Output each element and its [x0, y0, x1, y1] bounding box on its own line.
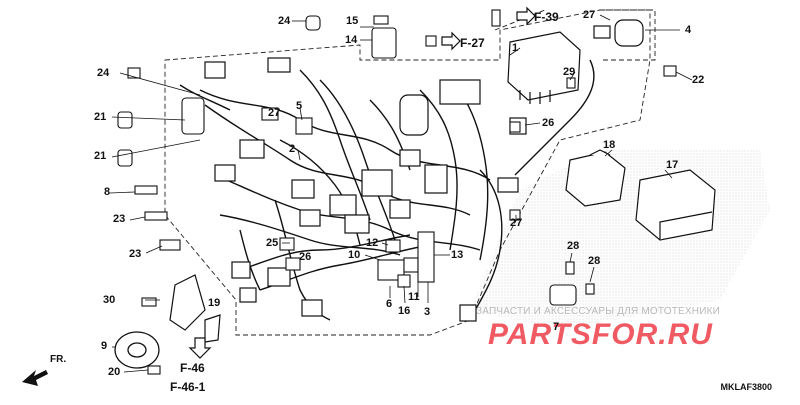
watermark-line2: PARTSFOR.RU — [488, 318, 713, 351]
callout-13[interactable]: 13 — [451, 249, 464, 261]
callout-28-right[interactable]: 28 — [588, 255, 601, 267]
callout-5[interactable]: 5 — [296, 100, 303, 112]
callout-2[interactable]: 2 — [289, 143, 296, 155]
callout-10[interactable]: 10 — [348, 249, 361, 261]
callout-22[interactable]: 22 — [692, 74, 705, 86]
callout-17[interactable]: 17 — [666, 159, 679, 171]
callout-3[interactable]: 3 — [424, 306, 431, 318]
callout-27-top[interactable]: 27 — [583, 9, 596, 21]
callout-19[interactable]: 19 — [208, 297, 221, 309]
leader-lines — [109, 14, 693, 373]
reference-arrows — [188, 6, 536, 359]
callout-6[interactable]: 6 — [386, 298, 393, 310]
callout-16[interactable]: 16 — [398, 305, 411, 317]
callout-24-top[interactable]: 24 — [278, 15, 291, 27]
callout-8[interactable]: 8 — [104, 186, 111, 198]
ref-f-46[interactable]: F-46 — [180, 361, 205, 375]
callout-21-lower[interactable]: 21 — [94, 150, 107, 162]
callout-14[interactable]: 14 — [345, 34, 358, 46]
callout-26-left[interactable]: 26 — [299, 251, 312, 263]
part-18-box — [565, 149, 626, 207]
part-19-bracket — [169, 274, 221, 343]
callout-23-lower[interactable]: 23 — [129, 248, 142, 260]
callout-18[interactable]: 18 — [603, 139, 616, 151]
callout-27-low[interactable]: 27 — [510, 217, 523, 229]
callout-23-upper[interactable]: 23 — [113, 213, 126, 225]
callout-27-mid[interactable]: 27 — [268, 107, 281, 119]
ref-f-39[interactable]: F-39 — [534, 10, 559, 24]
ref-f-46-1[interactable]: F-46-1 — [170, 380, 206, 394]
callout-29[interactable]: 29 — [563, 66, 576, 78]
callout-24-left[interactable]: 24 — [97, 67, 110, 79]
callout-28-left[interactable]: 28 — [567, 240, 580, 252]
watermark-line1: ЗАПЧАСТИ И АКСЕССУАРЫ ДЛЯ МОТОТЕХНИКИ — [476, 306, 721, 317]
callout-1[interactable]: 1 — [512, 42, 519, 54]
callout-20[interactable]: 20 — [108, 366, 121, 378]
part-9-horn — [114, 331, 160, 369]
ref-f-27[interactable]: F-27 — [460, 36, 485, 50]
callout-21-upper[interactable]: 21 — [94, 111, 107, 123]
callout-26-right[interactable]: 26 — [542, 117, 555, 129]
part-4-coil — [593, 19, 644, 47]
small-parts — [117, 9, 677, 375]
front-direction-arrow — [22, 370, 48, 386]
callout-4[interactable]: 4 — [685, 24, 692, 36]
diagram-code: MKLAF3800 — [720, 382, 772, 392]
callout-25[interactable]: 25 — [266, 237, 279, 249]
part-17-box — [635, 169, 716, 241]
front-direction-label: FR. — [50, 354, 67, 365]
callout-12[interactable]: 12 — [366, 237, 379, 249]
harness-connectors — [204, 57, 527, 322]
callout-11[interactable]: 11 — [408, 291, 420, 303]
wire-harness — [179, 59, 595, 321]
callout-30[interactable]: 30 — [103, 294, 116, 306]
callout-9[interactable]: 9 — [101, 340, 108, 352]
callout-15[interactable]: 15 — [346, 15, 359, 27]
part-1-control-unit — [507, 31, 581, 104]
callout-7[interactable]: 7 — [553, 321, 560, 333]
